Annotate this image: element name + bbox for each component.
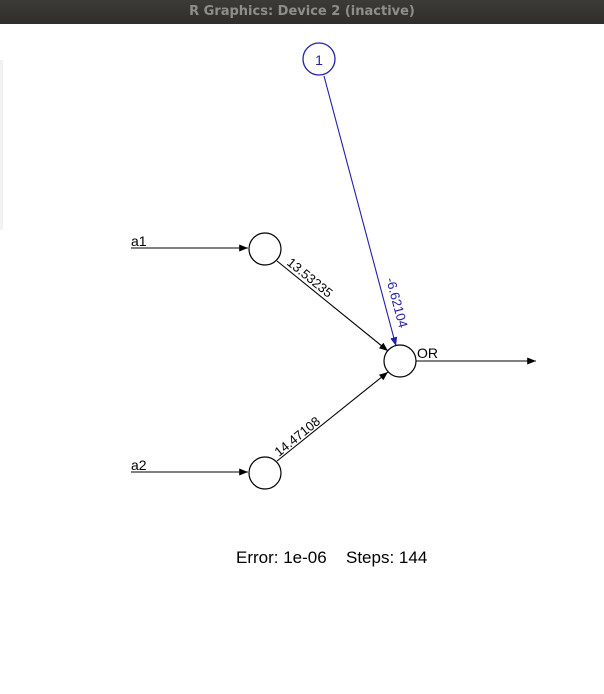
- steps-text: Steps: 144: [346, 548, 427, 567]
- output-label: OR: [417, 345, 438, 361]
- window-title: R Graphics: Device 2 (inactive): [0, 0, 604, 24]
- bias-node-label: 1: [315, 52, 323, 68]
- weight-label-a2: 14.47108: [271, 414, 323, 460]
- bias-edge: [323, 75, 398, 347]
- weight-label-a1: 13.53235: [284, 255, 336, 301]
- input-node-a1: [248, 232, 282, 266]
- neural-network-plot: 1 -6.62104 a1 a2 13.53235 14.47108 OR Er…: [131, 42, 536, 567]
- edge-a1-to-output: [276, 260, 389, 352]
- error-text: Error: 1e-06: [236, 548, 327, 567]
- output-node: [383, 344, 417, 378]
- bias-weight-label: -6.62104: [383, 276, 411, 329]
- input-label-a1: a1: [131, 233, 147, 249]
- window-edge-shadow: [0, 60, 3, 230]
- edge-a2-to-output: [276, 371, 389, 462]
- input-label-a2: a2: [131, 457, 147, 473]
- input-node-a2: [248, 456, 282, 490]
- bias-node: [302, 42, 336, 76]
